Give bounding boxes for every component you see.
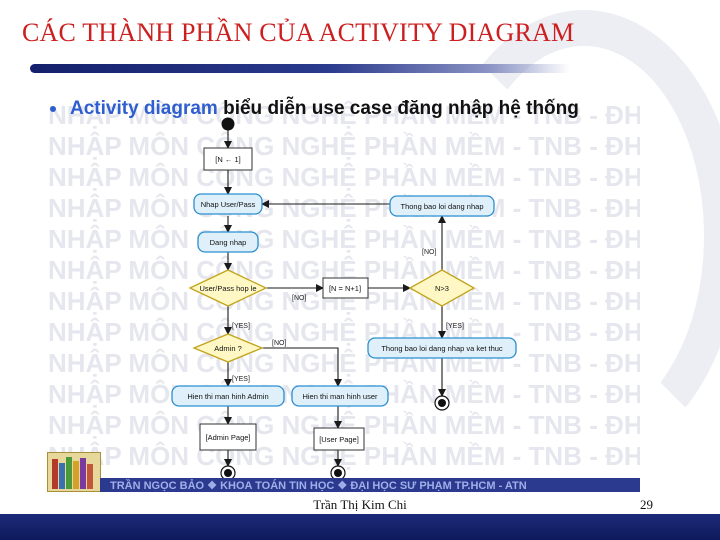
final-node-error (434, 395, 450, 411)
activity-user-screen (291, 385, 389, 407)
activity-error-retry (389, 195, 495, 217)
bullet-body: biểu diễn use case đăng nhập hệ thống (217, 98, 579, 119)
author-name: Trần Thị Kim Chi (313, 497, 407, 512)
decision-admin-label: Admin ? (214, 344, 242, 353)
books-icon (47, 452, 101, 492)
object-node-user-page (313, 427, 365, 451)
activity-user-screen-label: Hien thi man hinh user (302, 392, 378, 401)
flow-edge (262, 347, 342, 387)
object-node-increment-label: [N = N+1] (329, 284, 361, 293)
decision-admin (192, 333, 264, 363)
activity-login (197, 231, 259, 253)
guard-no-admin: [NO] (272, 340, 286, 347)
activity-login-label: Dang nhap (210, 238, 247, 247)
object-node-increment (322, 277, 369, 299)
object-node-admin-page-label: [Admin Page] (205, 433, 250, 442)
decision-valid-user (188, 269, 268, 307)
guard-yes-attempts: [YES] (446, 323, 464, 330)
decision-valid-user-label: User/Pass hop le (199, 284, 256, 293)
watermark-line: NHẬP MÔN CÔNG NGHỆ PHẦN MỀM - TNB - ĐHSP… (48, 131, 640, 161)
watermark-line: NHẬP MÔN CÔNG NGHỆ PHẦN MỀM - TNB - ĐHSP… (48, 162, 640, 192)
initial-node (221, 117, 235, 131)
activity-input-label: Nhap User/Pass (201, 200, 256, 209)
footer-band: TRẦN NGỌC BẢO ❖ KHOA TOÁN TIN HỌC ❖ ĐẠI … (100, 478, 640, 492)
object-node-user-page-label: [User Page] (319, 435, 359, 444)
watermark: NHẬP MÔN CÔNG NGHỆ PHẦN MỀM - TNB - ĐHSP… (48, 100, 640, 472)
guard-yes-admin: [YES] (232, 376, 250, 383)
activity-error-end (367, 337, 517, 359)
watermark-line: NHẬP MÔN CÔNG NGHỆ PHẦN MỀM - TNB - ĐHSP… (48, 100, 640, 130)
watermark-line: NHẬP MÔN CÔNG NGHỆ PHẦN MỀM - TNB - ĐHSP… (48, 193, 640, 223)
bullet-highlight: Activity diagram (70, 98, 218, 119)
activity-input (193, 193, 263, 215)
bottom-bar (0, 514, 720, 540)
bullet-dot-icon (50, 106, 56, 112)
object-node-init-label: [N ← 1] (215, 155, 240, 164)
watermark-line: NHẬP MÔN CÔNG NGHỆ PHẦN MỀM - TNB - ĐHSP… (48, 348, 640, 378)
object-node-admin-page (199, 423, 257, 451)
guard-yes-user: [YES] (232, 323, 250, 330)
page-number: 29 (640, 497, 653, 512)
watermark-line: NHẬP MÔN CÔNG NGHỆ PHẦN MỀM - TNB - ĐHSP… (48, 224, 640, 254)
decision-attempts (408, 269, 476, 307)
title-underline-bar (30, 64, 570, 73)
watermark-line: NHẬP MÔN CÔNG NGHỆ PHẦN MỀM - TNB - ĐHSP… (48, 317, 640, 347)
guard-no-attempts: [NO] (422, 249, 436, 256)
activity-error-end-label: Thong bao loi dang nhap va ket thuc (381, 344, 503, 353)
bullet-text: Activity diagram biểu diễn use case đăng… (70, 98, 610, 120)
footer-band-text: TRẦN NGỌC BẢO ❖ KHOA TOÁN TIN HỌC ❖ ĐẠI … (110, 480, 527, 492)
object-node-init (203, 147, 253, 171)
activity-error-retry-label: Thong bao loi dang nhap (401, 202, 484, 211)
slide-title: CÁC THÀNH PHẦN CỦA ACTIVITY DIAGRAM (22, 18, 575, 47)
activity-admin-screen (171, 385, 285, 407)
activity-admin-screen-label: Hien thi man hinh Admin (187, 392, 268, 401)
guard-no-user: [NO] (292, 295, 306, 302)
decision-attempts-label: N>3 (435, 284, 449, 293)
